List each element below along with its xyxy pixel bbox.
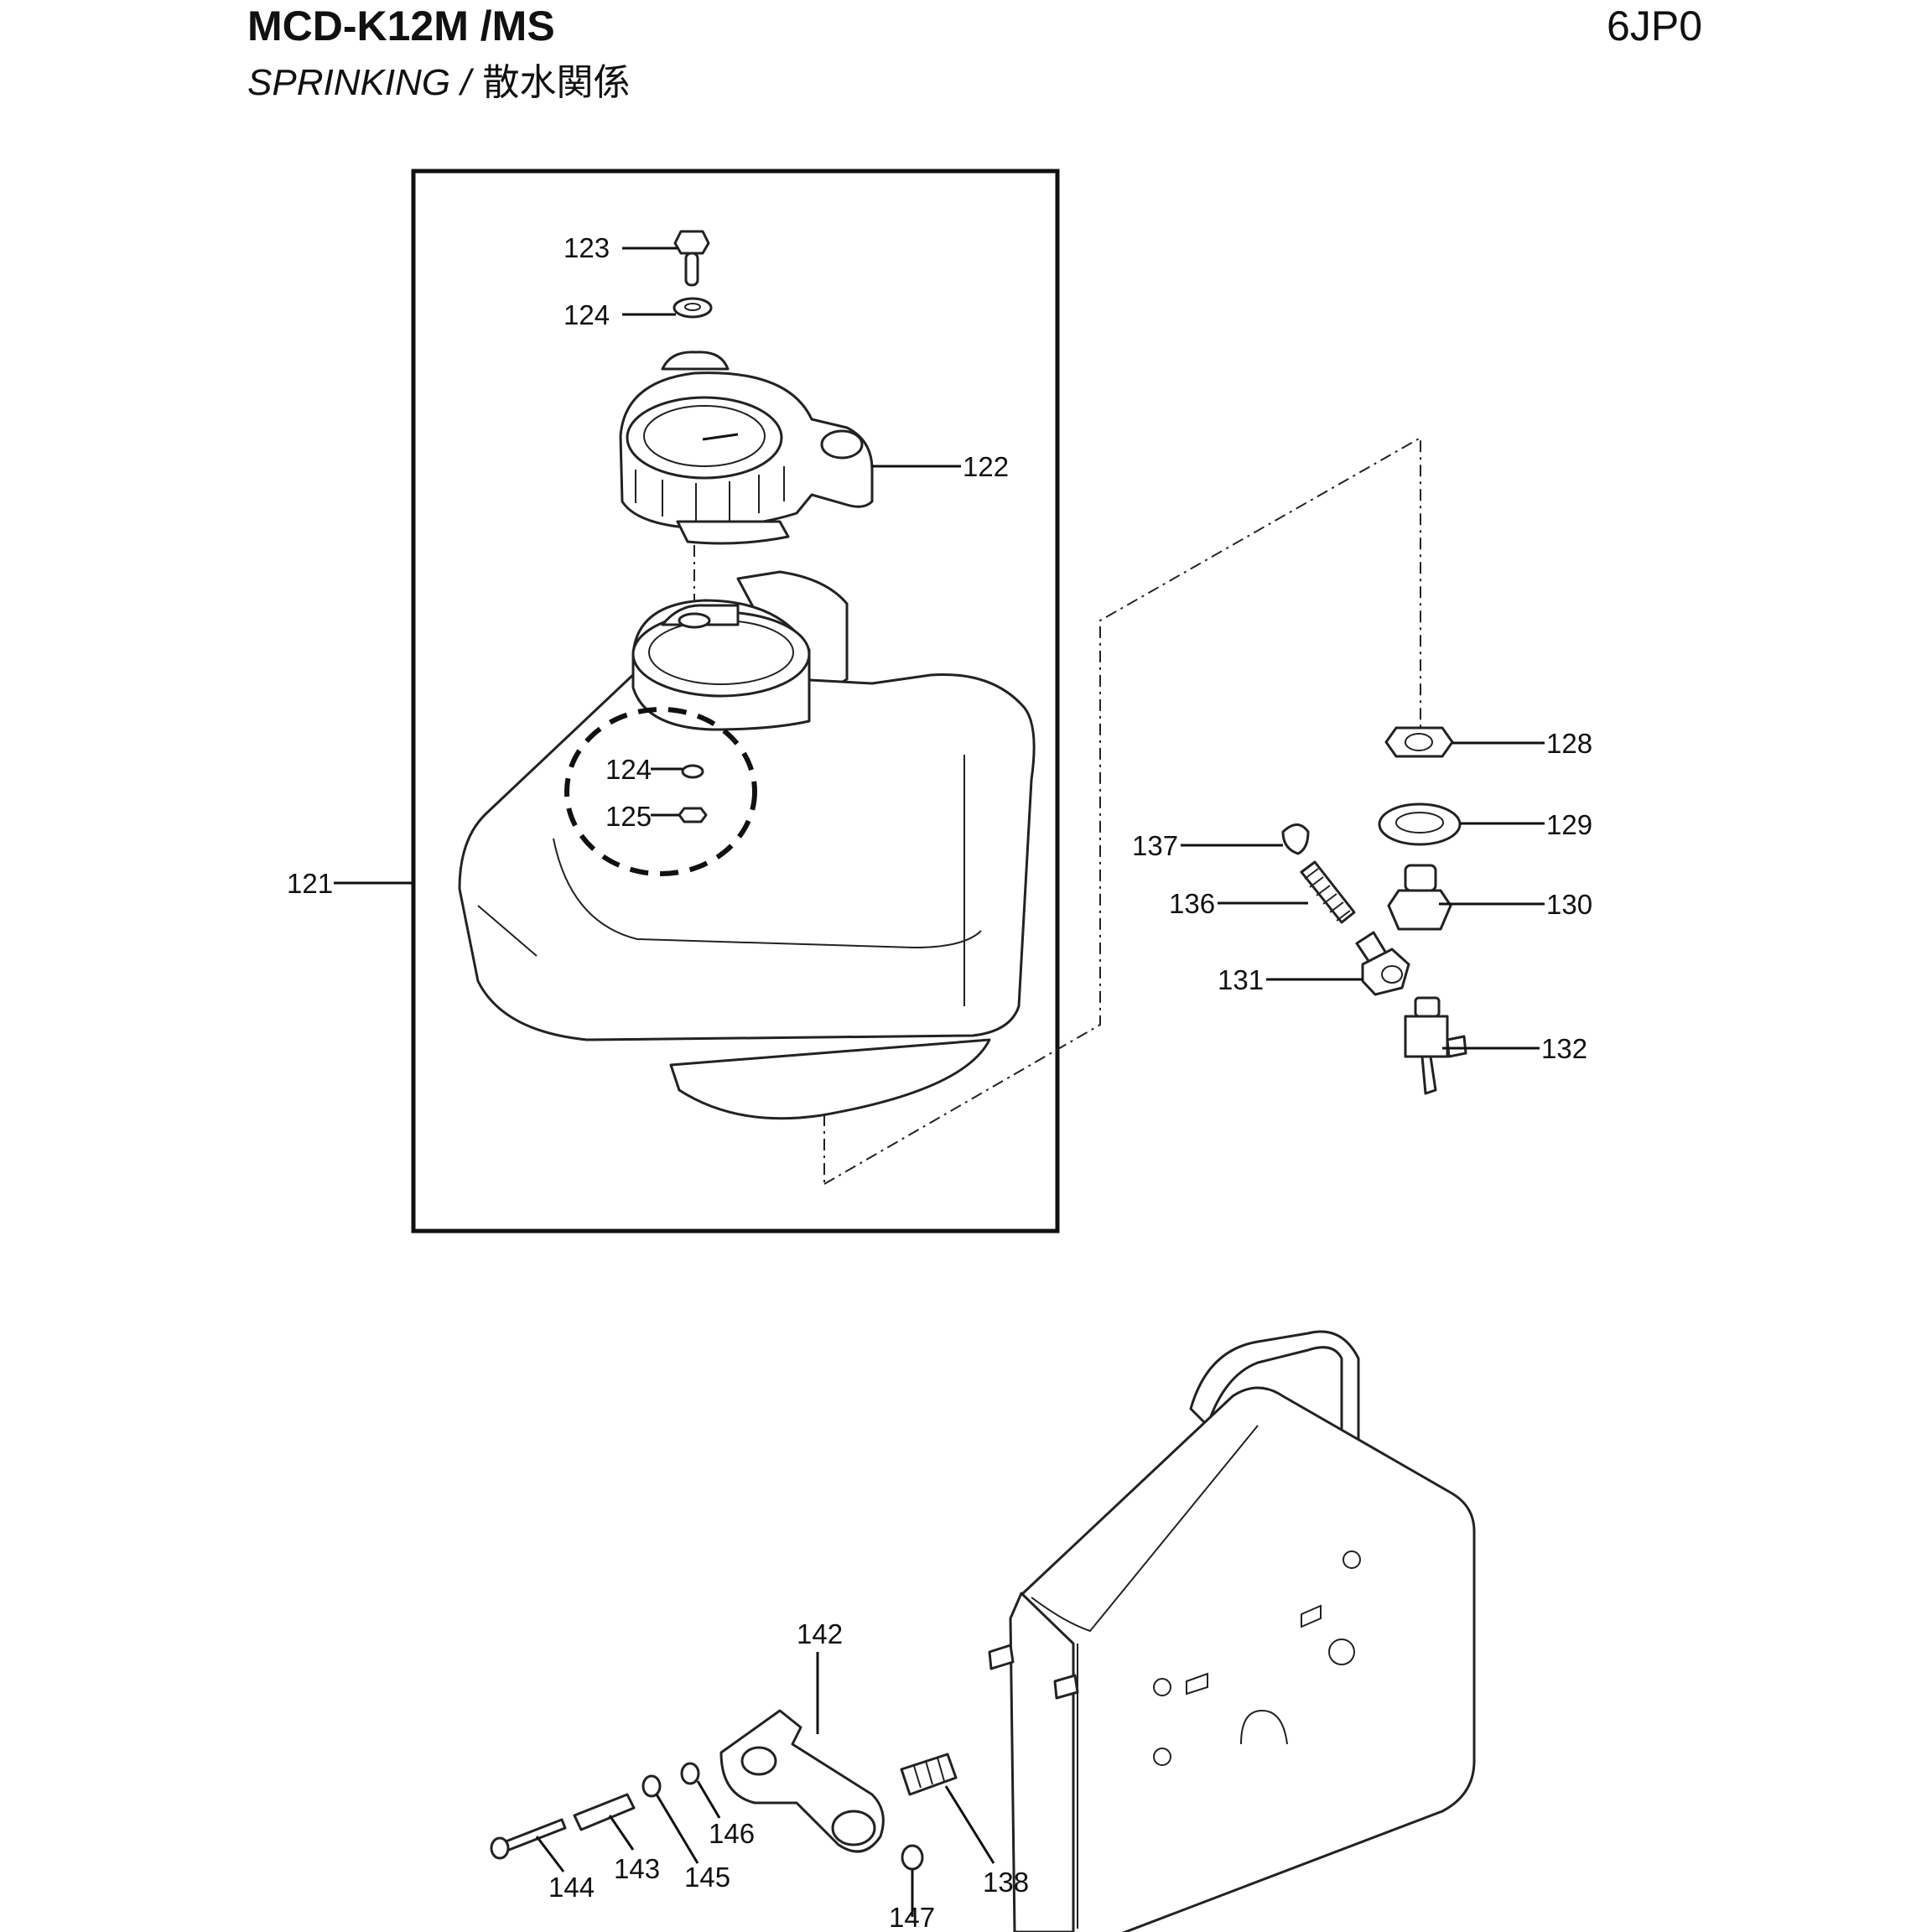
label-137: 137 (1132, 830, 1178, 861)
page-code: 6JP0 (1607, 3, 1702, 49)
label-124-inner: 124 (605, 754, 652, 785)
model-title: MCD-K12M /MS (247, 3, 555, 49)
label-136: 136 (1169, 888, 1215, 919)
washer-part-124 (673, 297, 713, 319)
pin-part-138 (900, 1753, 958, 1796)
label-128: 128 (1546, 728, 1592, 759)
cover-housing (988, 1330, 1476, 1932)
fitting-part-130 (1387, 864, 1452, 931)
label-145: 145 (684, 1862, 730, 1893)
label-146: 146 (709, 1818, 755, 1849)
bracket-part-142 (719, 1709, 885, 1853)
label-144: 144 (548, 1872, 595, 1903)
valve-part-132 (1404, 996, 1467, 1095)
washer-part-124-inner (681, 764, 704, 779)
collar-part-147 (901, 1844, 924, 1871)
water-tank-part-121 (458, 570, 1036, 1120)
nut-part-125 (678, 807, 708, 823)
label-138: 138 (983, 1867, 1029, 1898)
ring-part-137 (1281, 823, 1310, 855)
assembly-frame (411, 169, 1060, 1233)
section-title-jp: 散水関係 (482, 61, 631, 104)
tank-cap-part-122 (619, 351, 874, 545)
inner-parts-highlight (564, 707, 757, 876)
washer-part-146 (680, 1762, 700, 1785)
label-130: 130 (1546, 889, 1592, 920)
bolt-part-123 (673, 230, 710, 287)
washer-part-145 (641, 1774, 662, 1798)
leader-lines (334, 247, 1545, 1917)
label-125: 125 (605, 801, 652, 832)
label-121: 121 (287, 868, 333, 899)
label-122: 122 (963, 451, 1009, 482)
label-131: 131 (1218, 964, 1264, 995)
shaft-part-143 (573, 1793, 636, 1831)
washer-part-129 (1378, 802, 1462, 846)
label-147: 147 (889, 1902, 935, 1932)
label-129: 129 (1546, 809, 1592, 840)
callout-labels: 123 124 122 121 124 125 128 129 130 132 … (287, 232, 1592, 1932)
nut-part-128 (1384, 726, 1454, 758)
nozzle-part-131 (1355, 931, 1410, 996)
bolt-part-144 (490, 1818, 567, 1860)
label-142: 142 (797, 1618, 843, 1649)
label-132: 132 (1541, 1033, 1587, 1064)
section-title: SPRINKING / 散水関係 (247, 52, 631, 106)
spring-part-136 (1300, 860, 1356, 924)
label-123: 123 (564, 232, 610, 263)
label-124-top: 124 (564, 299, 610, 330)
section-title-en: SPRINKING / (247, 62, 471, 103)
label-143: 143 (614, 1853, 660, 1884)
